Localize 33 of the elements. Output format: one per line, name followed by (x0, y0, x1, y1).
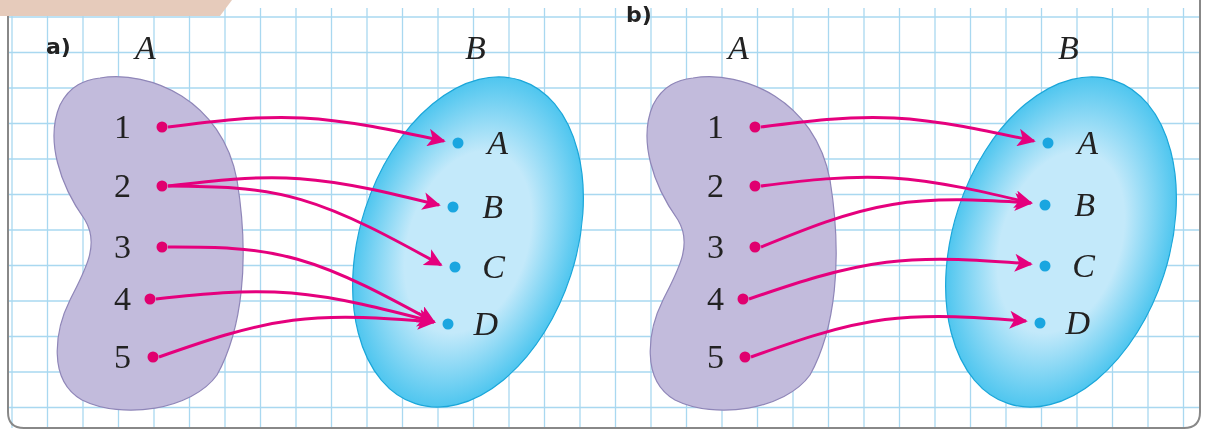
element-label: 1 (707, 107, 724, 147)
element-label: B (1074, 185, 1095, 225)
element-label: A (487, 123, 508, 163)
element-label: 5 (114, 337, 131, 377)
arrow (168, 184, 443, 267)
element-label: C (1072, 246, 1095, 286)
element-label: 2 (114, 166, 131, 206)
arrow (158, 311, 436, 359)
element-label: 5 (707, 337, 724, 377)
element-label: 2 (707, 166, 724, 206)
arrow (760, 115, 1036, 147)
arrow (750, 310, 1028, 359)
set-name: B (1058, 28, 1079, 68)
panel-label: b) (626, 2, 652, 27)
element-label: D (1065, 303, 1090, 343)
arrow (167, 176, 441, 210)
element-label: 1 (114, 107, 131, 147)
element-label: B (482, 187, 503, 227)
arrow (748, 253, 1033, 301)
element-label: 3 (114, 227, 131, 267)
panel-label: a) (46, 34, 71, 59)
element-label: 4 (707, 279, 724, 319)
arrow (760, 193, 1033, 249)
element-label: 3 (707, 227, 724, 267)
element-label: 4 (114, 279, 131, 319)
element-label: A (1077, 123, 1098, 163)
set-name: B (465, 28, 486, 68)
arrow (167, 115, 446, 147)
set-name: A (135, 28, 156, 68)
element-label: D (473, 304, 498, 344)
set-name: A (728, 28, 749, 68)
arrow (155, 290, 436, 327)
element-label: C (482, 247, 505, 287)
